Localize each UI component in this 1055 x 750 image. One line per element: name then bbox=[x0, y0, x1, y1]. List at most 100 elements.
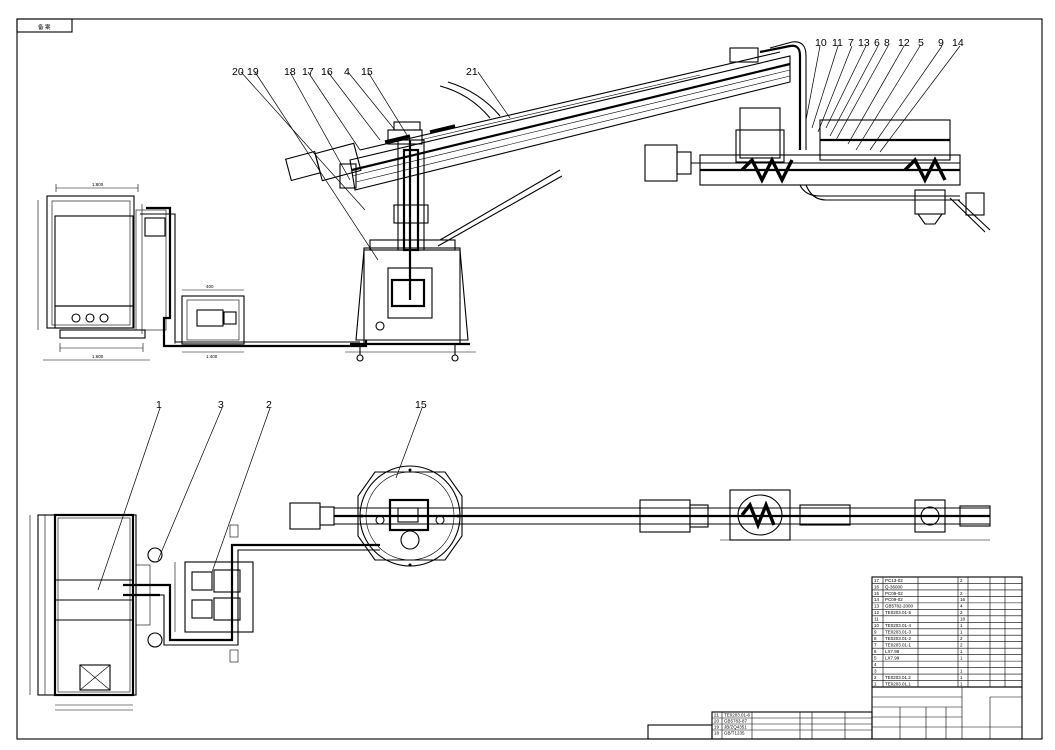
svg-text:1:800: 1:800 bbox=[92, 182, 104, 187]
bom-cell-qty: 1 bbox=[960, 668, 963, 673]
bom-cell-qty: 2 bbox=[960, 591, 963, 596]
part-label-2: 2 bbox=[266, 399, 272, 411]
side-view: 1:800 1:600 400 1:400 bbox=[37, 41, 991, 362]
svg-text:400: 400 bbox=[206, 284, 214, 289]
part-label-18: 18 bbox=[284, 66, 296, 78]
right-drive-unit bbox=[644, 107, 991, 233]
top-pipe bbox=[759, 44, 802, 150]
svg-text:1:400: 1:400 bbox=[206, 354, 218, 359]
bom-cell-no: 5 bbox=[874, 655, 877, 660]
bom-cell-code: TE0203.01-5 bbox=[885, 610, 912, 615]
bom-cell-no: 2 bbox=[874, 675, 877, 680]
bom-cell-code: PC09-02 bbox=[885, 591, 903, 596]
bom-cell-qty: 1 bbox=[960, 623, 963, 628]
bottom-row-cell-code: TE0203.01-6 bbox=[724, 713, 751, 718]
hose-curve bbox=[439, 85, 491, 119]
bottom-row-cell-code: JB/ZQ4351 bbox=[724, 725, 747, 730]
part-label-7: 7 bbox=[848, 37, 854, 49]
bom-cell-code: PC13-02 bbox=[885, 578, 903, 583]
pipe-line-upper bbox=[146, 206, 368, 348]
bom-cell-qty: 2 bbox=[960, 578, 963, 583]
part-label-10: 10 bbox=[815, 37, 827, 49]
part-label-4: 4 bbox=[344, 66, 350, 78]
bom-cell-code: TE0203.01-4 bbox=[885, 623, 912, 628]
sheet-border bbox=[16, 18, 1043, 740]
pipe-line-lower bbox=[160, 543, 380, 642]
bom-cell-qty: 16 bbox=[960, 597, 966, 602]
part-label-21: 21 bbox=[466, 66, 478, 78]
leaders-bottom bbox=[97, 407, 423, 591]
bom-cell-code: PC09-02 bbox=[885, 597, 903, 602]
bom-cell-no: 12 bbox=[874, 610, 880, 615]
pump-plan bbox=[174, 524, 254, 663]
support-strut bbox=[439, 169, 561, 241]
bom-cell-no: 10 bbox=[874, 623, 880, 628]
bom-cell-no: 17 bbox=[874, 578, 880, 583]
bom-cell-qty: 4 bbox=[960, 604, 963, 609]
bottom-row-cell-no: 19 bbox=[714, 725, 720, 730]
bom-cell-qty: 1 bbox=[960, 649, 963, 654]
bom-cell-qty: 2 bbox=[960, 643, 963, 648]
part-label-9: 9 bbox=[938, 37, 944, 49]
part-number-labels: 10 11 7 13 6 8 12 5 9 14 20 19 18 17 16 … bbox=[156, 37, 964, 411]
leaders-top bbox=[240, 45, 961, 261]
bom-cell-qty: 2 bbox=[960, 610, 963, 615]
bom-cell-no: 1 bbox=[874, 681, 877, 686]
pump-unit-elevation: 400 1:400 bbox=[174, 284, 245, 359]
bom-cell-no: 8 bbox=[874, 636, 877, 641]
bom-cell-qty: 18 bbox=[960, 617, 966, 622]
bottom-row-cell-no: 21 bbox=[714, 713, 720, 718]
bom-cell-no: 3 bbox=[874, 668, 877, 673]
bom-cell-qty: 1 bbox=[960, 655, 963, 660]
tower-base bbox=[345, 239, 476, 362]
part-label-16: 16 bbox=[321, 66, 333, 78]
bom-cell-qty: 2 bbox=[960, 636, 963, 641]
bom-cell-code: Q-36000 bbox=[885, 584, 903, 589]
part-label-17: 17 bbox=[302, 66, 314, 78]
bom-cell-no: 6 bbox=[874, 649, 877, 654]
svg-text:1:600: 1:600 bbox=[92, 354, 104, 359]
bom-cell-no: 4 bbox=[874, 662, 877, 667]
part-label-13: 13 bbox=[858, 37, 870, 49]
bom-cell-code: TE0203.01-2 bbox=[885, 636, 912, 641]
boom-plan bbox=[289, 489, 991, 541]
part-label-1: 1 bbox=[156, 399, 162, 411]
bom-cell-no: 11 bbox=[874, 617, 879, 622]
bom-cell-no: 9 bbox=[874, 630, 877, 635]
tag-box bbox=[16, 18, 73, 33]
tower-column bbox=[387, 121, 429, 300]
part-label-12: 12 bbox=[898, 37, 910, 49]
tank-elevation: 1:800 1:600 bbox=[37, 182, 167, 361]
bom-cell-code: LX7.99 bbox=[885, 649, 900, 654]
bom-cell-qty: 1 bbox=[960, 630, 963, 635]
bom-cell-code: GB5782-2000 bbox=[885, 604, 914, 609]
bom-cell-no: 13 bbox=[874, 604, 880, 609]
bom-cell-code: TE0203.01-1 bbox=[885, 643, 912, 648]
top-left-tag: 备 案 bbox=[38, 23, 51, 31]
bom-cell-qty: 1 bbox=[960, 681, 963, 686]
tank-plan bbox=[29, 513, 163, 711]
bom-cell-code: TE0203.01.2 bbox=[885, 675, 911, 680]
bom-cell-code: LX7.99 bbox=[885, 655, 900, 660]
part-label-15-top: 15 bbox=[361, 66, 373, 78]
part-label-19: 19 bbox=[247, 66, 259, 78]
bottom-row-cell-code: GB5783-87 bbox=[724, 719, 748, 724]
part-label-3: 3 bbox=[218, 399, 224, 411]
part-label-11: 11 bbox=[832, 37, 843, 49]
part-label-5: 5 bbox=[918, 37, 924, 49]
bottom-row-cell-no: 20 bbox=[714, 719, 720, 724]
bom-cell-no: 16 bbox=[874, 584, 880, 589]
plan-view bbox=[29, 407, 991, 711]
inclined-boom bbox=[284, 47, 791, 191]
bom-cell-no: 14 bbox=[874, 597, 880, 602]
bom-cell-code: TE0203.01-3 bbox=[885, 630, 912, 635]
bom-cell-code: TE0203.01.1 bbox=[885, 681, 911, 686]
part-label-14: 14 bbox=[952, 37, 964, 49]
part-label-8: 8 bbox=[884, 37, 890, 49]
bottom-row-cell-code: GB/T1235 bbox=[724, 731, 745, 736]
part-label-6: 6 bbox=[874, 37, 880, 49]
bottom-row-cell-no: 18 bbox=[714, 731, 720, 736]
bom-cell-qty: 1 bbox=[960, 675, 963, 680]
